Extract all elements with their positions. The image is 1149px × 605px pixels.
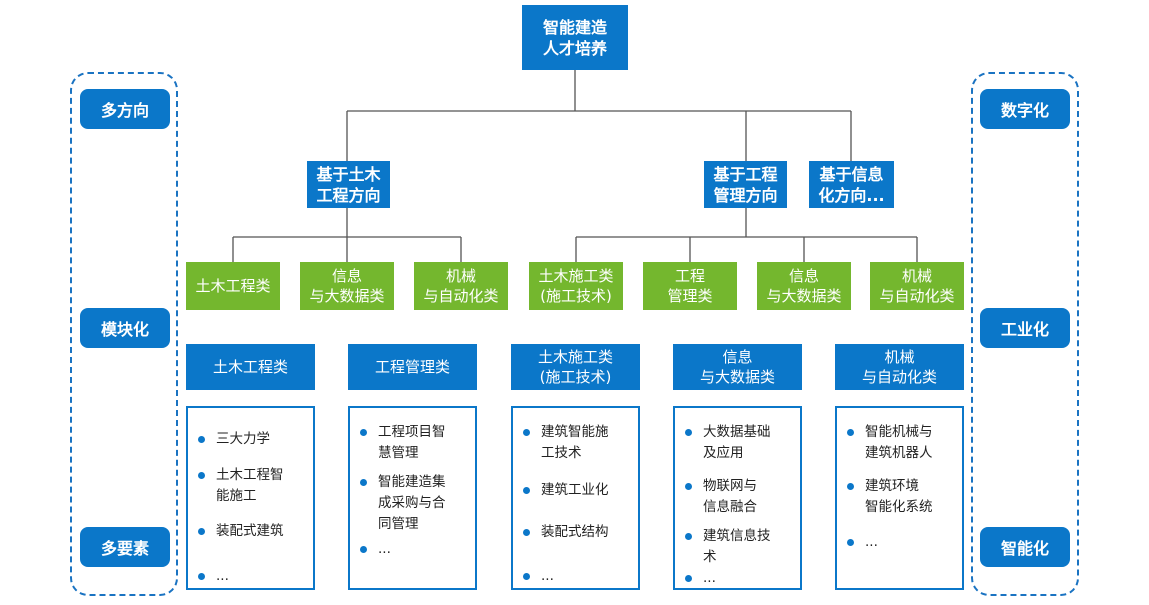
direction-civil: 基于土木 工程方向 — [307, 161, 390, 208]
side-left-multi-direction: 多方向 — [80, 89, 170, 129]
category-info-bigdata-right: 信息 与大数据类 — [757, 262, 851, 310]
bullet-icon — [523, 487, 530, 494]
category-engineering-mgmt: 工程 管理类 — [643, 262, 737, 310]
bullet-icon — [360, 479, 367, 486]
module-header-construction: 土木施工类 (施工技术) — [511, 344, 640, 390]
list-item: ... — [350, 539, 469, 560]
category-mech-automation-right: 机械 与自动化类 — [870, 262, 964, 310]
bullet-icon — [198, 472, 205, 479]
right-dashed-panel — [971, 72, 1079, 596]
bullet-icon — [685, 575, 692, 582]
bullet-icon — [523, 573, 530, 580]
bullet-icon — [847, 483, 854, 490]
module-header-civil: 土木工程类 — [186, 344, 315, 390]
bullet-icon — [847, 429, 854, 436]
bullet-icon — [198, 573, 205, 580]
direction-management: 基于工程 管理方向 — [704, 161, 787, 208]
bullet-icon — [198, 436, 205, 443]
module-list-construction: 建筑智能施 工技术 建筑工业化 装配式结构 ... — [511, 406, 640, 590]
list-item: 大数据基础 及应用 — [675, 422, 794, 464]
list-item: 土木工程智 能施工 — [188, 465, 307, 507]
list-item: 建筑智能施 工技术 — [513, 422, 632, 464]
side-right-digital: 数字化 — [980, 89, 1070, 129]
module-list-mech: 智能机械与 建筑机器人 建筑环境 智能化系统 ... — [835, 406, 964, 590]
bullet-icon — [685, 429, 692, 436]
module-list-info: 大数据基础 及应用 物联网与 信息融合 建筑信息技 术 ... — [673, 406, 802, 590]
bullet-icon — [198, 528, 205, 535]
direction-information: 基于信息 化方向... — [809, 161, 894, 208]
category-mech-automation-left: 机械 与自动化类 — [414, 262, 508, 310]
list-item: 装配式建筑 — [188, 521, 307, 542]
list-item: 智能机械与 建筑机器人 — [837, 422, 956, 464]
bullet-icon — [360, 546, 367, 553]
side-right-intelligent: 智能化 — [980, 527, 1070, 567]
module-header-info: 信息 与大数据类 — [673, 344, 802, 390]
list-item: 建筑信息技 术 — [675, 526, 794, 568]
list-item: 装配式结构 — [513, 522, 632, 543]
list-item: 三大力学 — [188, 429, 307, 450]
list-item: 建筑环境 智能化系统 — [837, 476, 956, 518]
module-header-mgmt: 工程管理类 — [348, 344, 477, 390]
category-info-bigdata-left: 信息 与大数据类 — [300, 262, 394, 310]
module-list-mgmt: 工程项目智 慧管理 智能建造集 成采购与合 同管理 ... — [348, 406, 477, 590]
bullet-icon — [685, 483, 692, 490]
list-item: 建筑工业化 — [513, 480, 632, 501]
bullet-icon — [523, 529, 530, 536]
side-left-multi-element: 多要素 — [80, 527, 170, 567]
list-item: ... — [837, 532, 956, 553]
root-node: 智能建造 人才培养 — [522, 5, 628, 70]
category-civil: 土木工程类 — [186, 262, 280, 310]
left-dashed-panel — [70, 72, 178, 596]
list-item: ... — [188, 566, 307, 587]
list-item: ... — [675, 568, 794, 589]
list-item: 工程项目智 慧管理 — [350, 422, 469, 464]
list-item: 智能建造集 成采购与合 同管理 — [350, 472, 469, 535]
bullet-icon — [523, 429, 530, 436]
list-item: 物联网与 信息融合 — [675, 476, 794, 518]
bullet-icon — [685, 533, 692, 540]
bullet-icon — [360, 429, 367, 436]
list-item: ... — [513, 566, 632, 587]
module-header-mech: 机械 与自动化类 — [835, 344, 964, 390]
module-list-civil: 三大力学 土木工程智 能施工 装配式建筑 ... — [186, 406, 315, 590]
bullet-icon — [847, 539, 854, 546]
side-left-modular: 模块化 — [80, 308, 170, 348]
side-right-industrial: 工业化 — [980, 308, 1070, 348]
category-construction: 土木施工类 (施工技术) — [529, 262, 623, 310]
